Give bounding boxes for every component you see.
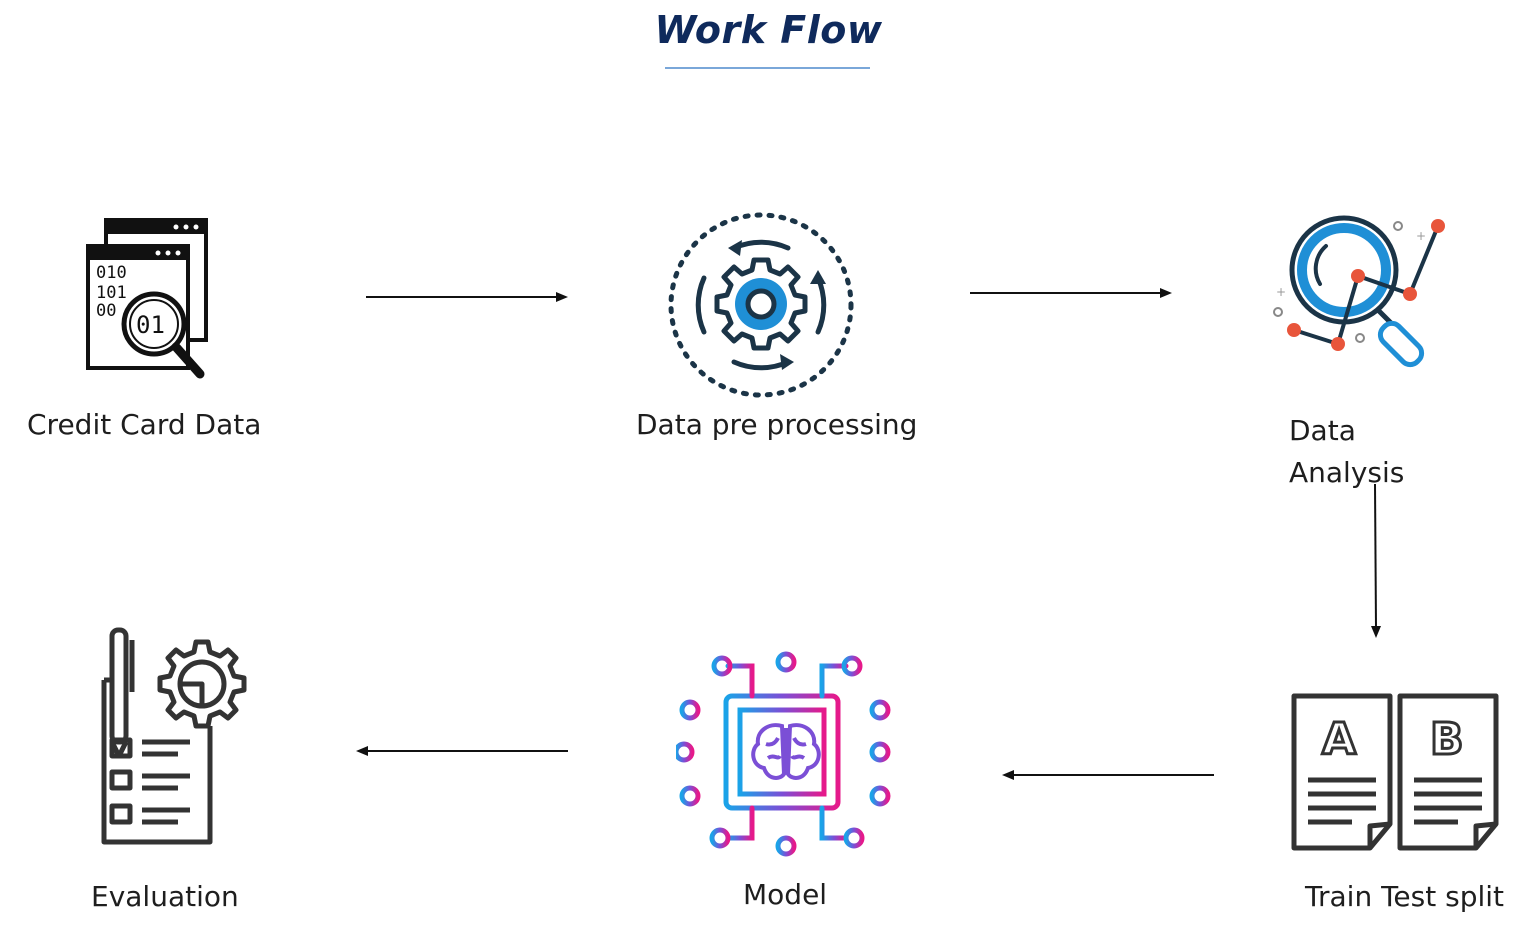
step-label-credit-card-data: Credit Card Data xyxy=(27,408,262,441)
svg-text:101: 101 xyxy=(96,283,127,303)
svg-text:00: 00 xyxy=(96,301,116,321)
step-label-data-pre-processing: Data pre processing xyxy=(636,408,918,441)
title-underline xyxy=(665,67,870,69)
gear-cycle-icon xyxy=(664,208,858,402)
svg-text:B: B xyxy=(1430,714,1464,765)
ab-documents-icon: A B xyxy=(1290,690,1502,855)
step-label-line: Data xyxy=(1289,414,1356,447)
svg-text:+: + xyxy=(1416,229,1426,243)
svg-text:A: A xyxy=(1322,714,1356,765)
checklist-gear-icon xyxy=(92,622,248,848)
svg-text:01: 01 xyxy=(136,311,165,339)
step-label-evaluation: Evaluation xyxy=(91,880,239,913)
binary-data-search-icon: 010 101 00 01 xyxy=(84,214,214,384)
step-label-model: Model xyxy=(743,878,828,911)
step-label-data-analysis: Data Analysis xyxy=(1289,410,1404,494)
arrow-right xyxy=(968,285,1174,301)
svg-text:010: 010 xyxy=(96,263,127,283)
arrow-right xyxy=(364,289,570,305)
diagram-title: Work Flow xyxy=(654,8,883,52)
arrow-left xyxy=(998,767,1216,783)
svg-text:+: + xyxy=(1276,285,1286,299)
step-label-line: Analysis xyxy=(1289,456,1405,489)
magnifier-analytics-icon: + + xyxy=(1268,210,1458,370)
arrow-left xyxy=(352,743,570,759)
ai-chip-brain-icon xyxy=(676,648,898,862)
arrow-down xyxy=(1367,482,1385,642)
step-label-train-test-split: Train Test split xyxy=(1305,880,1505,913)
